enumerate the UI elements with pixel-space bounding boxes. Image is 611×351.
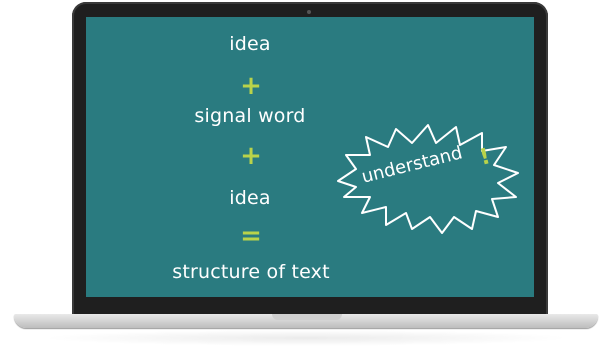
laptop-screen: idea + signal word + idea = structure of… <box>86 17 534 297</box>
plus-operator-2: + <box>240 141 262 171</box>
plus-operator-1: + <box>240 71 262 101</box>
starburst-icon <box>337 124 519 234</box>
laptop-notch <box>272 314 342 320</box>
word-idea-bottom: idea <box>229 187 271 209</box>
word-idea-top: idea <box>229 33 271 55</box>
word-structure-of-text: structure of text <box>172 261 330 283</box>
webcam-dot <box>307 10 311 14</box>
equals-operator: = <box>240 221 262 251</box>
base-shadow <box>40 330 572 346</box>
word-signal-word: signal word <box>194 105 306 127</box>
laptop-base <box>14 314 598 328</box>
